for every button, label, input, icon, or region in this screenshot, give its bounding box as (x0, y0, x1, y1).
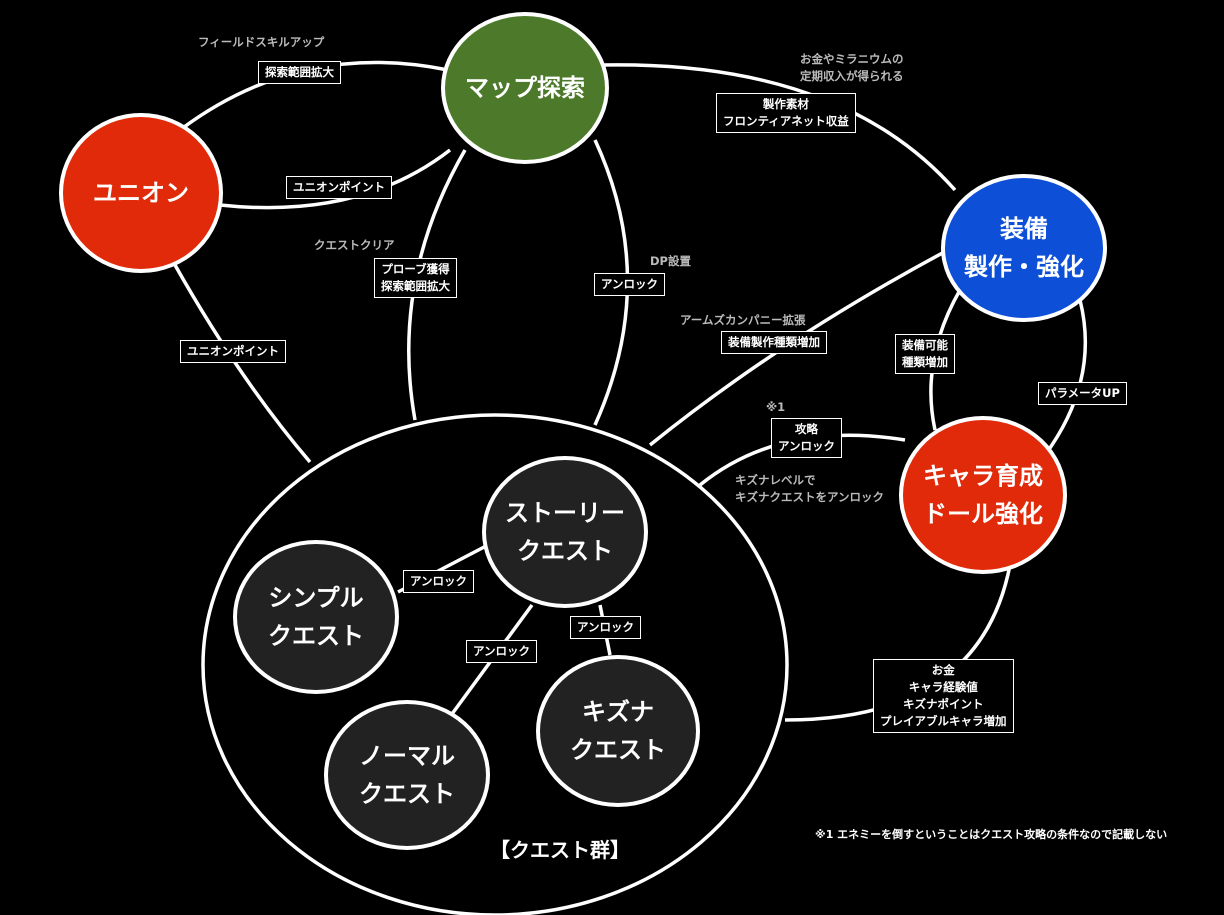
node-chara: キャラ育成 ドール強化 (899, 416, 1067, 574)
label-explore-expand: 探索範囲拡大 (258, 61, 341, 84)
label-probe: プローブ獲得 探索範囲拡大 (374, 258, 457, 298)
label-unlock-normal: アンロック (466, 640, 538, 663)
note-arms-company: アームズカンパニー拡張 (680, 313, 806, 327)
note-quest-clear: クエストクリア (314, 238, 395, 252)
quest-group-title: 【クエスト群】 (490, 838, 630, 862)
quest-group-ellipse (201, 413, 789, 915)
label-union-point-top: ユニオンポイント (286, 176, 392, 199)
label-unlock-dp: アンロック (594, 273, 666, 296)
node-equip: 装備 製作・強化 (941, 174, 1107, 322)
label-material: 製作素材 フロンティアネット収益 (716, 93, 856, 133)
label-equip-possible: 装備可能 種類増加 (895, 334, 955, 374)
node-simple-quest: シンプル クエスト (233, 540, 399, 694)
label-rewards: お金 キャラ経験値 キズナポイント プレイアブルキャラ増加 (873, 659, 1014, 733)
note-mark: ※1 (766, 400, 786, 414)
link-union-quest (173, 264, 312, 464)
note-money-income: お金やミラニウムの 定期収入が得られる (800, 52, 904, 83)
footnote: ※1 エネミーを倒すということはクエスト攻略の条件なので記載しない (815, 828, 1168, 841)
node-union: ユニオン (59, 113, 223, 273)
label-capture-unlock: 攻略 アンロック (771, 418, 843, 458)
note-field-skill: フィールドスキルアップ (198, 35, 325, 49)
node-normal-quest: ノーマル クエスト (324, 700, 490, 850)
label-unlock-simple: アンロック (403, 570, 475, 593)
label-param-up: パラメータUP (1038, 382, 1127, 405)
note-dp-setup: DP設置 (650, 254, 691, 268)
node-kizuna-quest: キズナ クエスト (536, 655, 700, 807)
note-kizuna-level: キズナレベルで キズナクエストをアンロック (735, 473, 885, 504)
node-story-quest: ストーリー クエスト (482, 456, 648, 608)
link-equip-chara-right (1043, 299, 1088, 457)
label-equip-types: 装備製作種類増加 (721, 331, 827, 354)
label-unlock-kizuna: アンロック (570, 616, 642, 639)
node-map-explore: マップ探索 (441, 12, 609, 164)
label-union-point-left: ユニオンポイント (180, 340, 286, 363)
